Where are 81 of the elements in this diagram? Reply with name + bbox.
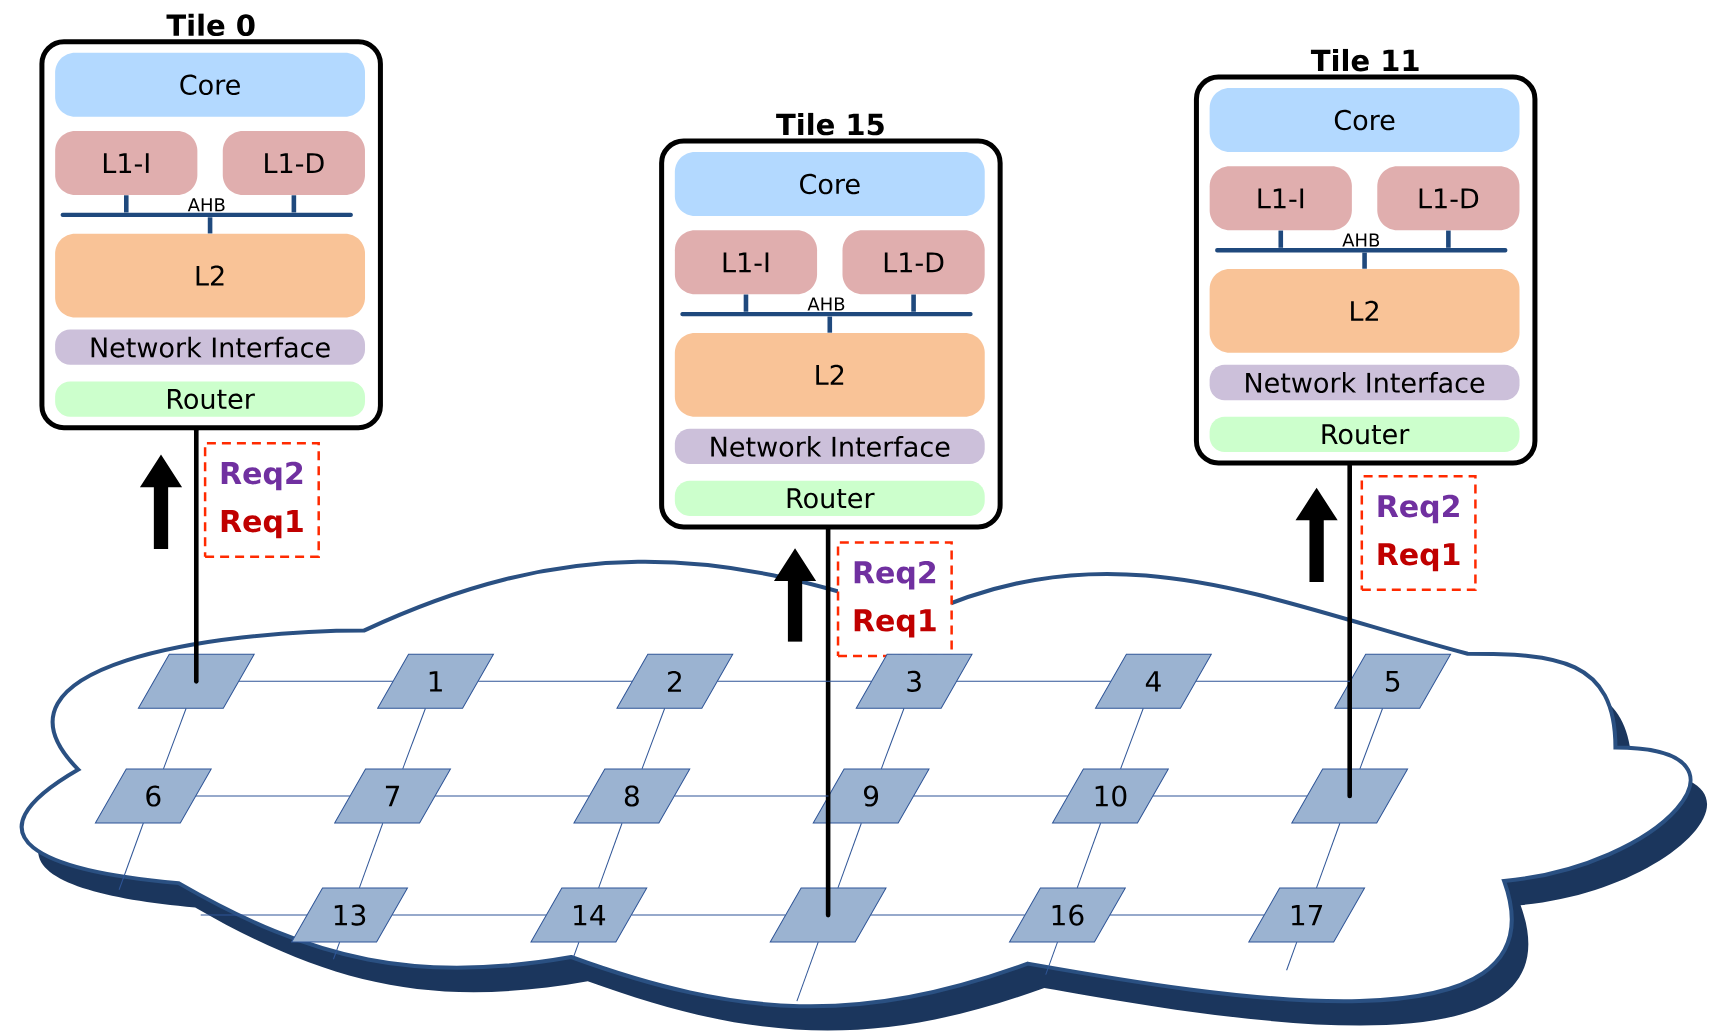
router-node	[769, 887, 887, 943]
request-box: Req2 Req1	[203, 441, 320, 558]
request-box: Req2 Req1	[1360, 474, 1477, 592]
connector-line	[956, 680, 1112, 682]
connector-line	[598, 822, 623, 889]
connector-line	[1152, 795, 1308, 797]
connector-line	[291, 195, 297, 213]
connector-line	[1195, 680, 1351, 682]
connector-line	[238, 680, 394, 682]
router-node: 16	[1009, 887, 1126, 943]
connector-line	[194, 427, 199, 684]
connector-line	[358, 822, 384, 889]
interface-block: Network Interface	[1209, 364, 1520, 401]
router-node: 5	[1334, 653, 1452, 709]
interface-block: Network Interface	[55, 329, 365, 365]
connector-line	[717, 680, 872, 682]
bus-line: AHB	[680, 297, 973, 317]
router-node: 17	[1248, 887, 1366, 943]
connector-line	[1278, 230, 1284, 248]
core-block: Core	[55, 52, 365, 117]
interface-block: Network Interface	[674, 428, 985, 465]
router-block: Router	[674, 480, 985, 516]
connector-line	[911, 294, 916, 312]
connector-line	[162, 708, 187, 770]
connector-line	[1076, 822, 1102, 889]
connector-line	[870, 914, 1026, 916]
router-block: Router	[55, 381, 365, 417]
router-node: 8	[573, 768, 691, 824]
connector-line	[674, 795, 829, 797]
connector-line	[825, 527, 831, 918]
cache-block: L1-I	[674, 230, 818, 295]
connector-line	[1359, 708, 1383, 770]
router-node: 13	[291, 887, 408, 943]
node-label: Tile 15	[776, 112, 884, 136]
router-node: 7	[334, 768, 451, 824]
core-block: Core	[1209, 88, 1520, 153]
connector-line	[827, 316, 833, 333]
router-node: 14	[530, 887, 648, 943]
connector-line	[1347, 463, 1352, 799]
node-label: Tile 11	[1310, 48, 1419, 72]
connector-line	[1316, 822, 1341, 889]
router-node	[1291, 768, 1409, 824]
router-node: 1	[377, 653, 494, 709]
router-node: 10	[1052, 768, 1169, 824]
connector-line	[743, 294, 749, 312]
connector-line	[391, 914, 547, 916]
node-label: Tile 0	[166, 13, 255, 37]
connector-line	[631, 914, 786, 916]
connector-line	[434, 795, 590, 797]
connector-line	[402, 708, 426, 770]
router-node: 4	[1095, 653, 1212, 709]
core-block: Core	[674, 152, 985, 216]
router-node: 6	[94, 768, 212, 824]
connector-line	[195, 795, 351, 797]
connector-line	[641, 708, 666, 770]
cache-block: L1-D	[842, 230, 985, 295]
router-node: 2	[616, 653, 734, 709]
connector-line	[477, 680, 633, 682]
cache-block: L2	[1209, 268, 1520, 353]
bus-line: AHB	[60, 198, 353, 218]
bus-line: AHB	[1215, 233, 1508, 253]
cache-block: L1-D	[222, 131, 365, 196]
connector-line	[837, 822, 862, 889]
cache-block: L1-I	[1209, 166, 1352, 231]
router-node: 9	[812, 768, 930, 824]
connector-line	[1109, 914, 1265, 916]
request-box: Req2 Req1	[836, 541, 953, 658]
connector-line	[880, 708, 905, 770]
connector-line	[1120, 708, 1144, 770]
cache-block: L1-I	[55, 131, 198, 196]
router-block: Router	[1209, 416, 1520, 452]
cache-block: L2	[674, 332, 985, 417]
connector-line	[207, 217, 213, 234]
connector-line	[913, 795, 1069, 797]
router-node: 3	[855, 653, 973, 709]
cache-block: L2	[55, 233, 365, 318]
connector-line	[123, 195, 129, 213]
connector-line	[1446, 230, 1451, 248]
cache-block: L1-D	[1377, 166, 1520, 231]
router-node	[137, 653, 255, 709]
connector-line	[1362, 252, 1367, 269]
